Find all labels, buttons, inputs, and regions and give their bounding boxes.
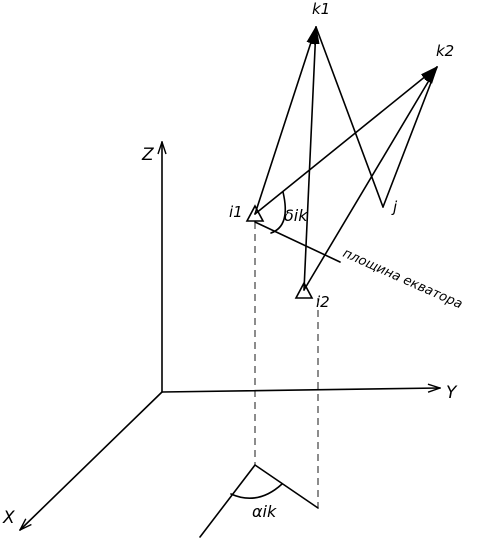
point-label-i2: i2 <box>316 293 330 311</box>
ray-i2-k2 <box>303 67 438 291</box>
x-axis-label: X <box>2 508 15 528</box>
y-axis-label: Y <box>446 383 458 403</box>
delta-angle-label: δik <box>284 206 308 225</box>
ray-i1-k1 <box>254 27 317 215</box>
x-axis <box>20 391 163 530</box>
coordinate-axes: Z Y X <box>2 142 458 530</box>
ray-i1-k2 <box>254 67 437 215</box>
alpha-ray-right <box>254 464 319 509</box>
alpha-angle-label: αik <box>252 502 277 521</box>
station-i1-triangle <box>245 204 265 222</box>
line-k1-j <box>315 26 384 208</box>
direction-rays <box>254 26 438 291</box>
delta-angle: δik <box>270 191 308 234</box>
point-label-i1: i1 <box>229 203 243 221</box>
delta-angle-arc <box>270 191 287 234</box>
alpha-angle-arc <box>230 483 283 500</box>
z-axis-label: Z <box>141 145 154 165</box>
station-markers <box>245 204 314 299</box>
point-label-j: j <box>391 198 398 216</box>
y-axis <box>161 388 440 392</box>
point-label-k1: k1 <box>312 0 330 18</box>
alpha-ray-left <box>199 464 256 538</box>
alpha-angle-construction: αik <box>199 464 319 538</box>
projection-lines <box>254 222 319 508</box>
equator-plane-line <box>254 221 341 263</box>
station-i2-triangle <box>294 281 314 299</box>
point-labels: k1 k2 i1 i2 j <box>229 0 454 311</box>
ray-i2-k1 <box>303 27 316 291</box>
equator-plane-label: площина екватора <box>340 246 464 312</box>
equator-plane: площина екватора <box>254 221 465 312</box>
line-k2-j <box>382 66 438 208</box>
point-label-k2: k2 <box>436 42 454 60</box>
